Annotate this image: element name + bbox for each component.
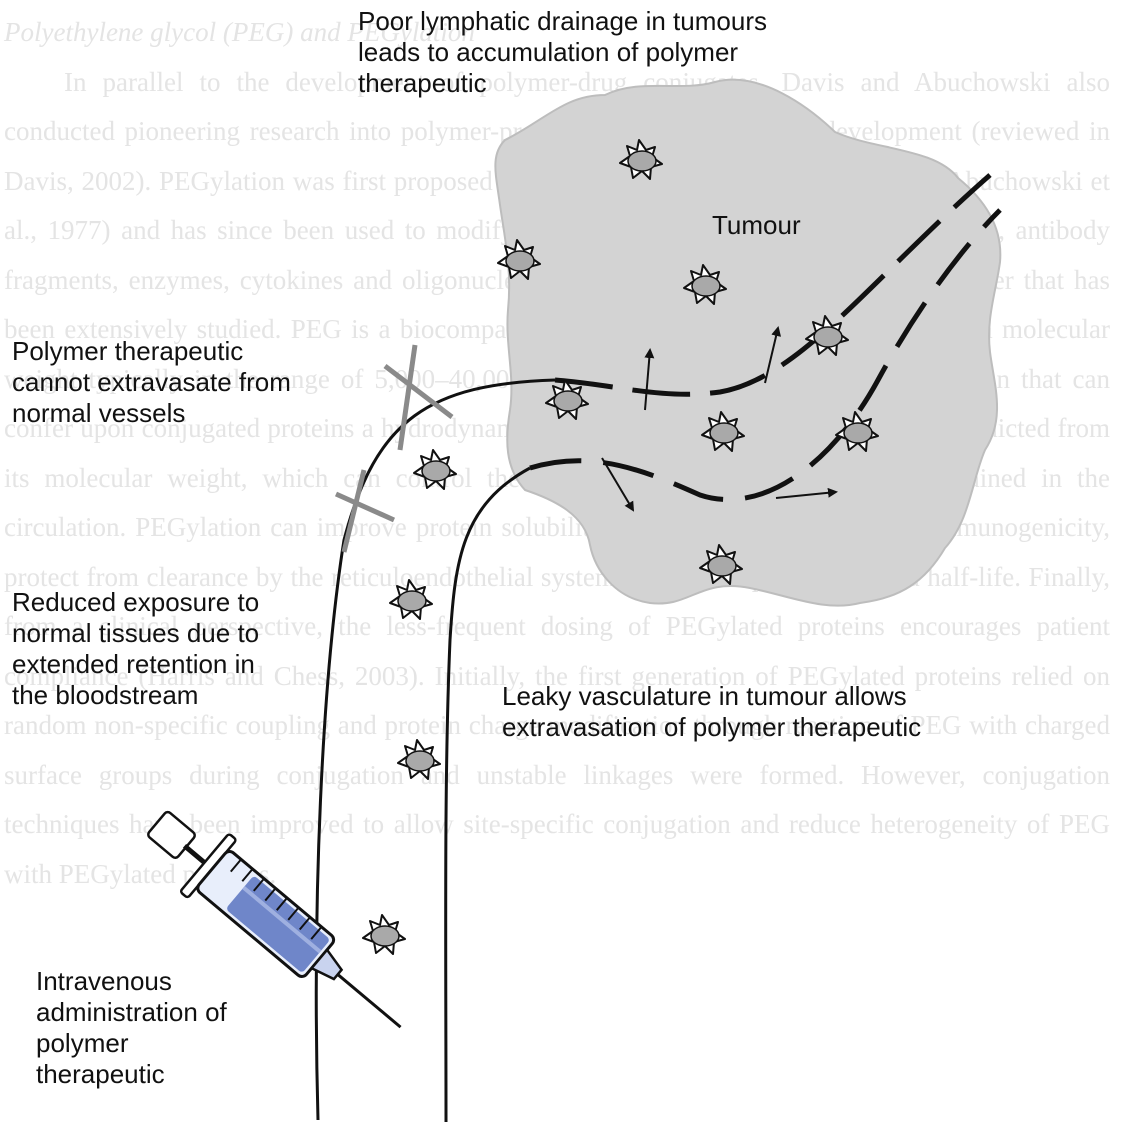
polymer-drug-conjugate-icon bbox=[390, 580, 432, 619]
polymer-drug-conjugate-icon bbox=[414, 450, 456, 489]
tumour-label: Tumour bbox=[712, 210, 801, 241]
normal-vessel-label: Polymer therapeutic cannot extravasate f… bbox=[12, 336, 291, 429]
polymer-drug-conjugate-icon bbox=[363, 915, 405, 954]
polymer-drug-conjugate-icon bbox=[398, 740, 440, 779]
reduced-exposure-label: Reduced exposure to normal tissues due t… bbox=[12, 587, 259, 711]
tumour-mass bbox=[495, 80, 1000, 606]
inner-vessel-wall bbox=[446, 468, 530, 1122]
intravenous-administration-label: Intravenous administration of polymer th… bbox=[36, 966, 227, 1090]
lymphatic-drainage-label: Poor lymphatic drainage in tumours leads… bbox=[358, 6, 767, 99]
outer-vessel-wall bbox=[316, 380, 555, 1120]
leaky-vasculature-label: Leaky vasculature in tumour allows extra… bbox=[502, 681, 921, 743]
